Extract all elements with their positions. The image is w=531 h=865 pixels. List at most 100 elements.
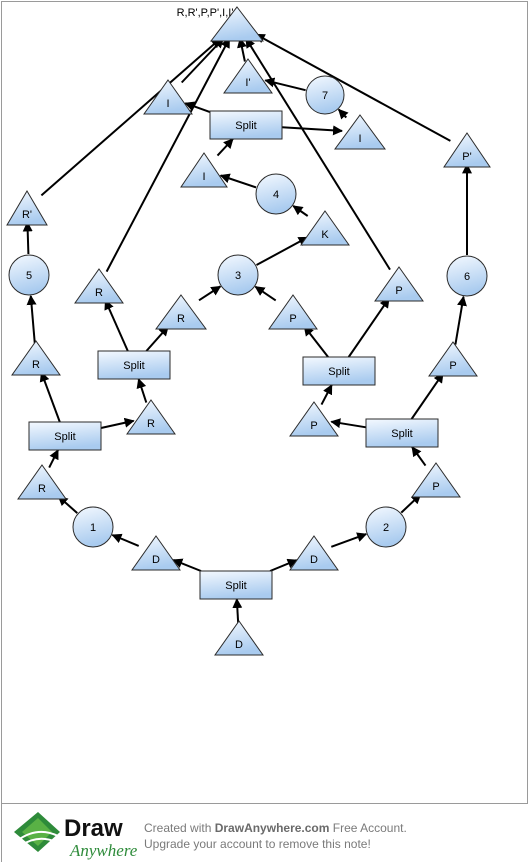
node-label: R [38, 483, 46, 495]
node-i_left[interactable]: I [143, 79, 193, 115]
rect-shape [199, 570, 273, 600]
logo-word-draw: Draw [64, 815, 123, 842]
edge-r_upper-to-top [105, 37, 231, 273]
node-c7[interactable]: 7 [305, 75, 345, 115]
footer-upgrade-line: Upgrade your account to remove this note… [144, 837, 371, 851]
triangle-shape [268, 294, 318, 330]
node-c2[interactable]: 2 [365, 506, 407, 548]
edge-c5-to-r_prime [22, 221, 33, 255]
node-k[interactable]: K [300, 210, 350, 246]
node-i_mid[interactable]: I [180, 152, 228, 188]
node-label: I [358, 133, 361, 145]
edge-split_r-to-r_upper [104, 299, 129, 352]
node-p_right[interactable]: P [428, 341, 478, 377]
node-label: R [177, 313, 185, 325]
node-c4[interactable]: 4 [255, 173, 297, 215]
node-label: 6 [464, 271, 470, 283]
triangle-shape [180, 152, 228, 188]
drawanywhere-logo: Draw Anywhere [14, 812, 138, 860]
node-c6[interactable]: 6 [446, 255, 488, 297]
node-r_upper[interactable]: R [74, 268, 124, 304]
node-label: P [449, 360, 456, 372]
node-p_upper[interactable]: P [374, 266, 424, 302]
node-label: I [166, 98, 169, 110]
footer-brand-link[interactable]: DrawAnywhere.com [214, 821, 330, 835]
rect-shape [28, 421, 102, 451]
node-label: R,R',P,P',I,I' [177, 7, 234, 19]
node-split_r[interactable]: Split [97, 350, 171, 380]
edge-split_right-to-p_low [330, 418, 367, 429]
edges-layer [22, 33, 472, 624]
node-label: I [202, 171, 205, 183]
edge-r_low-to-split_r [136, 378, 148, 403]
edge-split_p-to-p_upper [347, 297, 390, 358]
edge-i_left-to-top [180, 37, 225, 84]
triangle-shape [223, 58, 273, 94]
node-label: D [152, 554, 160, 566]
edge-r_left-to-c5 [26, 294, 37, 344]
node-label: Split [54, 431, 75, 443]
node-label: Split [225, 580, 246, 592]
node-r_bottom[interactable]: R [17, 464, 67, 500]
node-top[interactable]: R,R',P,P',I,I' [177, 6, 265, 42]
node-c3[interactable]: 3 [217, 254, 259, 296]
triangle-shape [411, 462, 461, 498]
node-r_prime[interactable]: R' [6, 190, 48, 226]
node-label: I' [245, 77, 250, 89]
node-r_left[interactable]: R [11, 340, 61, 376]
node-d_right[interactable]: D [289, 535, 339, 571]
triangle-shape [334, 114, 386, 150]
rect-shape [97, 350, 171, 380]
node-i_right[interactable]: I [334, 114, 386, 150]
node-p_mid[interactable]: P [268, 294, 318, 330]
node-p_prime[interactable]: P' [443, 132, 491, 168]
node-label: P [395, 285, 402, 297]
triangle-shape [131, 535, 181, 571]
edge-d_root-to-split_bottom [232, 598, 243, 624]
edge-c3-to-k [256, 236, 309, 266]
node-r_mid[interactable]: R [155, 294, 207, 330]
triangle-shape [428, 341, 478, 377]
node-split_bottom[interactable]: Split [199, 570, 273, 600]
rect-shape [365, 418, 439, 448]
node-label: R [32, 359, 40, 371]
node-split_right[interactable]: Split [365, 418, 439, 448]
node-label: 1 [90, 522, 96, 534]
node-d_root[interactable]: D [214, 620, 264, 656]
triangle-shape [300, 210, 350, 246]
rect-shape [302, 356, 376, 386]
node-label: Split [235, 120, 256, 132]
node-label: Split [391, 428, 412, 440]
node-p_bottom[interactable]: P [411, 462, 461, 498]
edge-p_upper-to-top [245, 37, 391, 271]
node-p_low[interactable]: P [289, 401, 339, 437]
circle-shape [446, 255, 488, 297]
node-i_prime[interactable]: I' [223, 58, 273, 94]
edge-c7-to-i_prime [264, 77, 306, 92]
edge-split_bottom-to-d_left [172, 558, 202, 572]
edge-r_mid-to-c3 [198, 285, 222, 302]
node-label: Split [123, 360, 144, 372]
footer-created-prefix: Created with [144, 821, 212, 835]
node-c5[interactable]: 5 [8, 254, 50, 296]
node-split_p[interactable]: Split [302, 356, 376, 386]
triangle-shape [6, 190, 48, 226]
triangle-shape [74, 268, 124, 304]
node-label: R [95, 287, 103, 299]
footer-created-line: Created with DrawAnywhere.com Free Accou… [144, 821, 407, 835]
node-label: 5 [26, 270, 32, 282]
node-r_low[interactable]: R [126, 399, 176, 435]
node-split_top[interactable]: Split [209, 110, 283, 140]
node-split_left[interactable]: Split [28, 421, 102, 451]
circle-shape [305, 75, 345, 115]
circle-shape [255, 173, 297, 215]
edge-split_bottom-to-d_right [269, 558, 298, 572]
triangle-shape [17, 464, 67, 500]
node-d_left[interactable]: D [131, 535, 181, 571]
node-c1[interactable]: 1 [72, 506, 114, 548]
edge-r_prime-to-top [40, 37, 222, 197]
node-label: P [432, 481, 439, 493]
node-label: 4 [273, 189, 279, 201]
triangle-shape [289, 535, 339, 571]
